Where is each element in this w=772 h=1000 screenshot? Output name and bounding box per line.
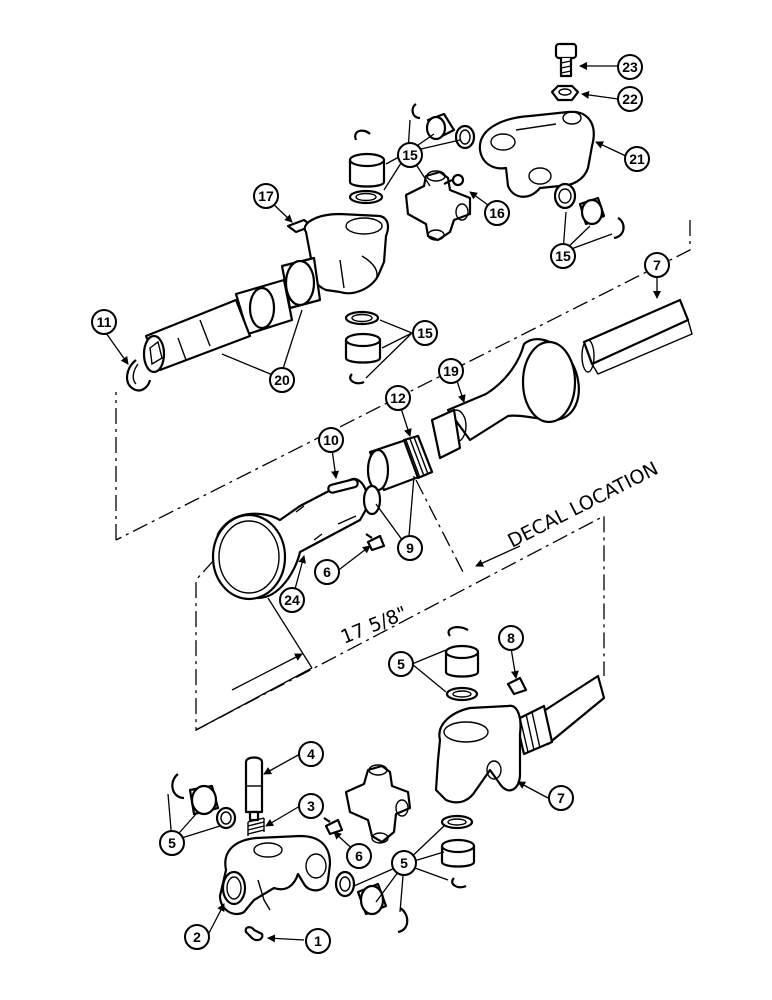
bearing-cup-part — [171, 773, 237, 830]
svg-text:15: 15 — [555, 248, 571, 264]
clip-part — [244, 926, 264, 942]
callout-11: 11 — [91, 309, 117, 335]
dimension-label: 17 5/8" — [338, 602, 411, 648]
svg-text:15: 15 — [417, 325, 433, 341]
callout-2: 2 — [184, 924, 210, 950]
bearing-cup-part — [444, 626, 480, 702]
callout-4: 4 — [298, 741, 324, 767]
inner-tube-part — [211, 477, 382, 601]
svg-text:3: 3 — [307, 798, 315, 814]
svg-text:6: 6 — [323, 564, 331, 580]
spring-part — [247, 817, 265, 836]
callout-15: 15 — [550, 243, 576, 269]
cross-journal-part — [404, 170, 472, 242]
roll-pin-part — [506, 676, 528, 696]
svg-text:1: 1 — [314, 933, 322, 949]
cross-journal-part — [344, 764, 412, 844]
callout-19: 19 — [438, 358, 464, 384]
tube-section-part — [581, 298, 693, 375]
svg-text:8: 8 — [507, 630, 515, 646]
callout-5: 5 — [388, 651, 414, 677]
callout-22: 22 — [617, 86, 643, 112]
svg-text:16: 16 — [489, 205, 505, 221]
callout-17: 17 — [253, 183, 279, 209]
callout-15: 15 — [397, 142, 423, 168]
svg-text:6: 6 — [355, 848, 363, 864]
callout-16: 16 — [484, 200, 510, 226]
svg-text:7: 7 — [557, 790, 565, 806]
svg-text:4: 4 — [307, 746, 315, 762]
callout-7: 7 — [548, 785, 574, 811]
svg-text:2: 2 — [193, 929, 201, 945]
svg-text:15: 15 — [402, 147, 418, 163]
callout-6: 6 — [346, 843, 372, 869]
bearing-cup-part — [553, 182, 625, 240]
callout-3: 3 — [298, 793, 324, 819]
snap-ring-part — [126, 359, 152, 392]
svg-text:7: 7 — [653, 257, 661, 273]
inner-shaft-part — [142, 256, 322, 374]
svg-text:22: 22 — [622, 91, 638, 107]
svg-text:5: 5 — [400, 855, 408, 871]
callout-1: 1 — [305, 928, 331, 954]
callout-12: 12 — [385, 385, 411, 411]
outer-yoke-part — [434, 674, 606, 804]
bearing-cup-part — [334, 814, 476, 934]
svg-text:9: 9 — [406, 540, 414, 556]
callout-6: 6 — [314, 559, 340, 585]
bearing-cup-part — [344, 310, 382, 385]
callout-15: 15 — [412, 320, 438, 346]
svg-text:12: 12 — [390, 390, 406, 406]
splined-yoke-part — [218, 834, 332, 916]
svg-text:23: 23 — [622, 59, 638, 75]
grease-fitting-part — [443, 173, 465, 187]
svg-text:11: 11 — [97, 314, 112, 330]
callout-10: 10 — [318, 427, 344, 453]
nut-part — [550, 84, 580, 102]
callout-20: 20 — [269, 367, 295, 393]
svg-text:20: 20 — [274, 372, 290, 388]
callout-8: 8 — [498, 625, 524, 651]
decal-location-note: DECAL LOCATION — [504, 458, 662, 553]
bearing-cup-part — [348, 103, 476, 205]
grease-fitting-part — [323, 817, 344, 836]
callout-9: 9 — [397, 535, 423, 561]
callout-5: 5 — [159, 830, 185, 856]
yoke-part — [478, 110, 595, 198]
callout-24: 24 — [279, 587, 305, 613]
callout-23: 23 — [617, 54, 643, 80]
callout-21: 21 — [624, 146, 650, 172]
bolt-part — [554, 42, 578, 78]
svg-text:5: 5 — [168, 835, 176, 851]
svg-text:24: 24 — [284, 592, 300, 608]
svg-text:5: 5 — [397, 656, 405, 672]
outer-tube-part — [430, 338, 580, 460]
callout-5: 5 — [391, 850, 417, 876]
lock-pin-part — [244, 756, 264, 822]
svg-text:10: 10 — [323, 432, 339, 448]
svg-text:21: 21 — [629, 151, 645, 167]
svg-text:17: 17 — [258, 188, 274, 204]
bearing-part — [366, 434, 434, 492]
callout-7: 7 — [644, 252, 670, 278]
svg-text:19: 19 — [443, 363, 459, 379]
